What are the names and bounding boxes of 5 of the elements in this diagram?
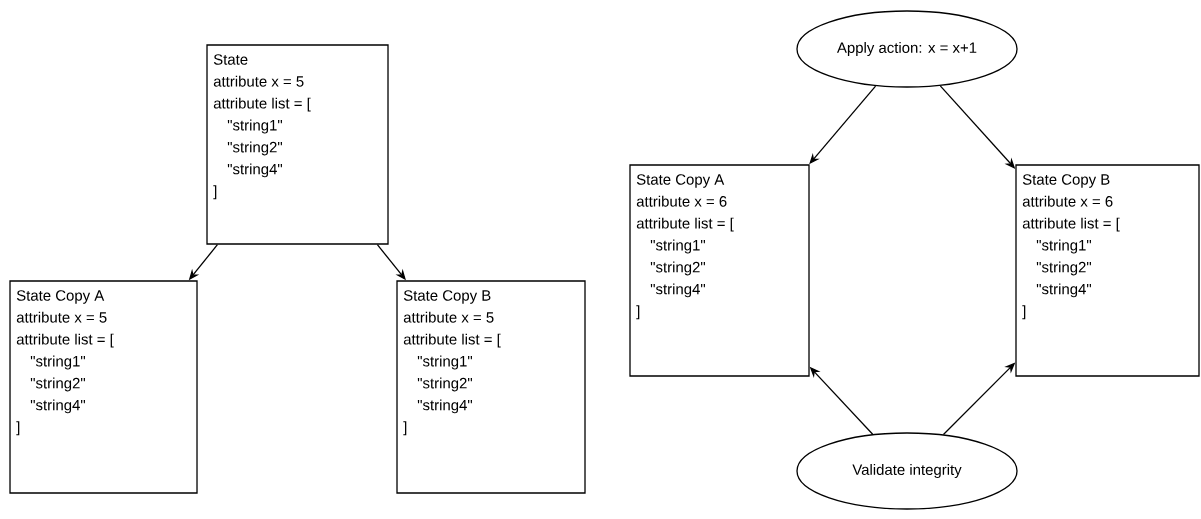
state-box: State Copy A attribute x = 6 attribute list = [ "string1" "string2" "string4" ]	[629, 164, 810, 377]
state-box: State Copy A attribute x = 5 attribute list = [ "string1" "string2" "string4" ]	[9, 280, 198, 494]
state-box: State Copy B attribute x = 5 attribute list = [ "string1" "string2" "string4" ]	[396, 280, 586, 494]
state-box: State attribute x = 5 attribute list = [ "string1" "string2" "string4" ]	[206, 44, 389, 245]
state-box: State Copy B attribute x = 6 attribute list = [ "string1" "string2" "string4" ]	[1015, 164, 1200, 377]
